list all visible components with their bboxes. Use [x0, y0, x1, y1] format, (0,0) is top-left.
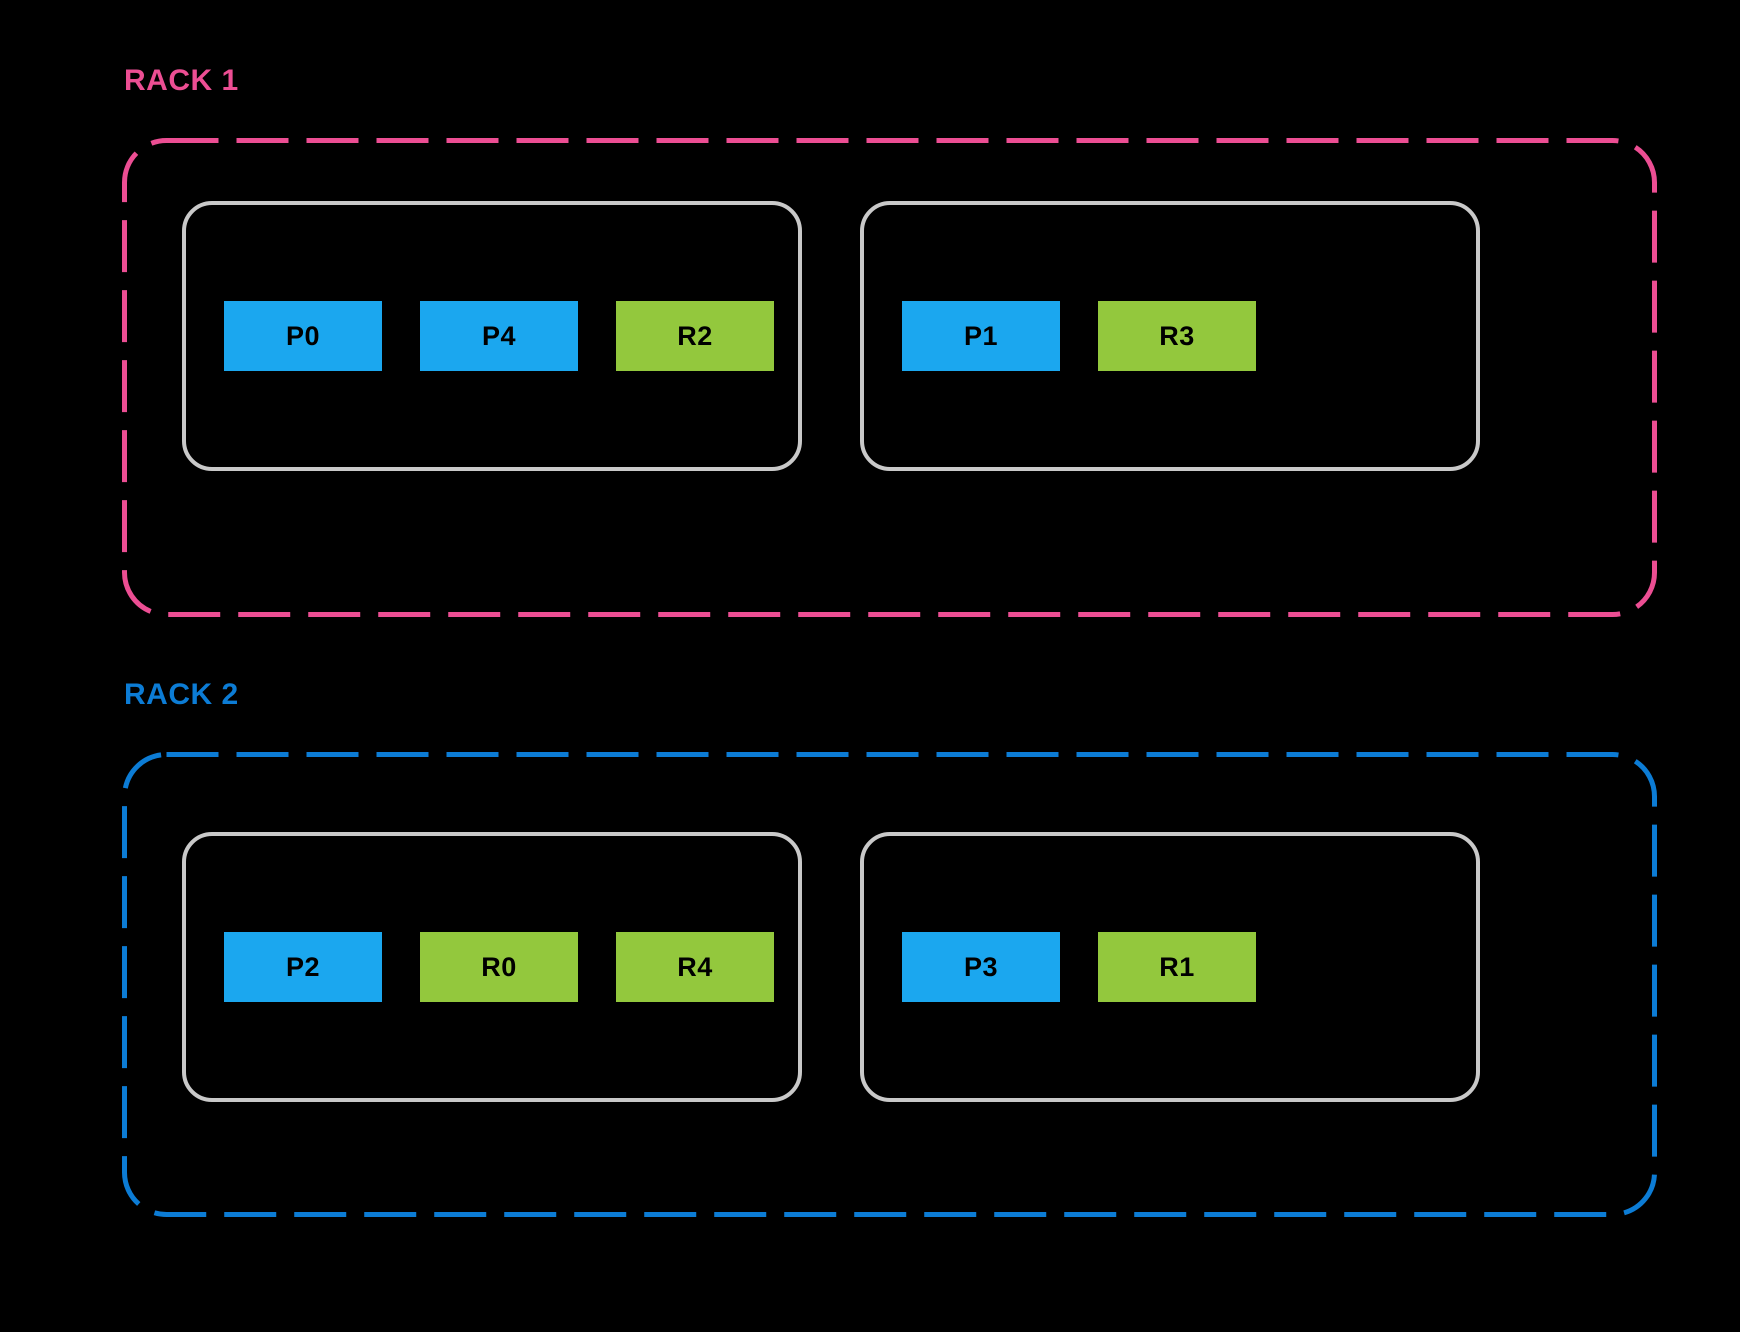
rack-1-label: RACK 1 — [124, 64, 239, 97]
rack-2-boundary: P2 R0 R4 P3 R1 — [122, 752, 1657, 1217]
node-3-chips: P2 R0 R4 — [224, 932, 774, 1002]
chip-p1[interactable]: P1 — [902, 301, 1060, 371]
node-4-chips: P3 R1 — [902, 932, 1256, 1002]
node-container-1: P0 P4 R2 — [182, 201, 802, 471]
rack-group-1: RACK 1 P0 P4 R2 P1 R3 — [122, 66, 1657, 617]
chip-p2[interactable]: P2 — [224, 932, 382, 1002]
node-container-2: P1 R3 — [860, 201, 1480, 471]
chip-r2[interactable]: R2 — [616, 301, 774, 371]
chip-r1[interactable]: R1 — [1098, 932, 1256, 1002]
chip-p3[interactable]: P3 — [902, 932, 1060, 1002]
rack-1-boundary: P0 P4 R2 P1 R3 — [122, 138, 1657, 617]
chip-p0[interactable]: P0 — [224, 301, 382, 371]
chip-r3[interactable]: R3 — [1098, 301, 1256, 371]
rack-1-nodes: P0 P4 R2 P1 R3 — [122, 138, 1657, 617]
chip-r0[interactable]: R0 — [420, 932, 578, 1002]
node-2-chips: P1 R3 — [902, 301, 1256, 371]
chip-p4[interactable]: P4 — [420, 301, 578, 371]
node-container-4: P3 R1 — [860, 832, 1480, 1102]
node-1-chips: P0 P4 R2 — [224, 301, 774, 371]
node-container-3: P2 R0 R4 — [182, 832, 802, 1102]
rack-2-nodes: P2 R0 R4 P3 R1 — [122, 752, 1657, 1217]
chip-r4[interactable]: R4 — [616, 932, 774, 1002]
rack-group-2: RACK 2 P2 R0 R4 P3 R1 — [122, 680, 1657, 1217]
rack-2-label: RACK 2 — [124, 678, 239, 711]
